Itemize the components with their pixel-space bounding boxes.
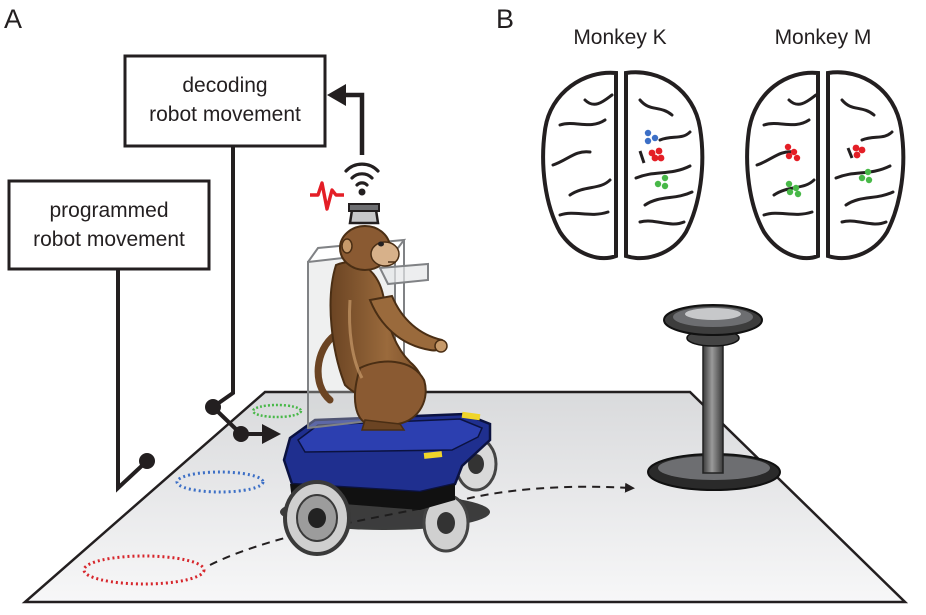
start-zone-green: [251, 403, 303, 419]
robot-wheelchair: [280, 411, 498, 556]
robot-command-arrow: [262, 424, 281, 444]
monkey: [314, 203, 448, 431]
electrodes-monkey-k: [644, 129, 669, 190]
spike-waveform-icon: [310, 181, 344, 211]
brain-monkey-k: Monkey K: [541, 26, 705, 261]
programmed-box-line2: robot movement: [33, 228, 185, 251]
brain-title-monkey-k: Monkey K: [573, 26, 666, 49]
start-zone-red: [82, 554, 206, 586]
control-switch: [116, 146, 281, 493]
start-zone-blue: [175, 470, 265, 494]
food-stand: [647, 304, 781, 491]
panel-letter-a: A: [4, 4, 22, 34]
decoding-box: decoding robot movement: [123, 54, 327, 148]
electrodes-monkey-m: [784, 143, 873, 198]
switch-node-output: [233, 426, 249, 442]
brain-title-monkey-m: Monkey M: [775, 26, 872, 49]
panel-letter-b: B: [496, 4, 514, 34]
brain-monkey-m: Monkey M: [745, 26, 906, 261]
wifi-signal-icon: [344, 162, 380, 196]
arena-floor: [21, 390, 909, 604]
switch-node-programmed: [139, 453, 155, 469]
signal-line-to-decoder: [345, 92, 365, 155]
decoding-box-line2: robot movement: [149, 103, 301, 126]
programmed-box: programmed robot movement: [7, 179, 211, 271]
switch-node-decoding: [205, 399, 221, 415]
decoding-box-line1: decoding: [182, 74, 267, 97]
decoder-input-arrow: [327, 84, 346, 106]
programmed-box-line1: programmed: [49, 199, 168, 222]
